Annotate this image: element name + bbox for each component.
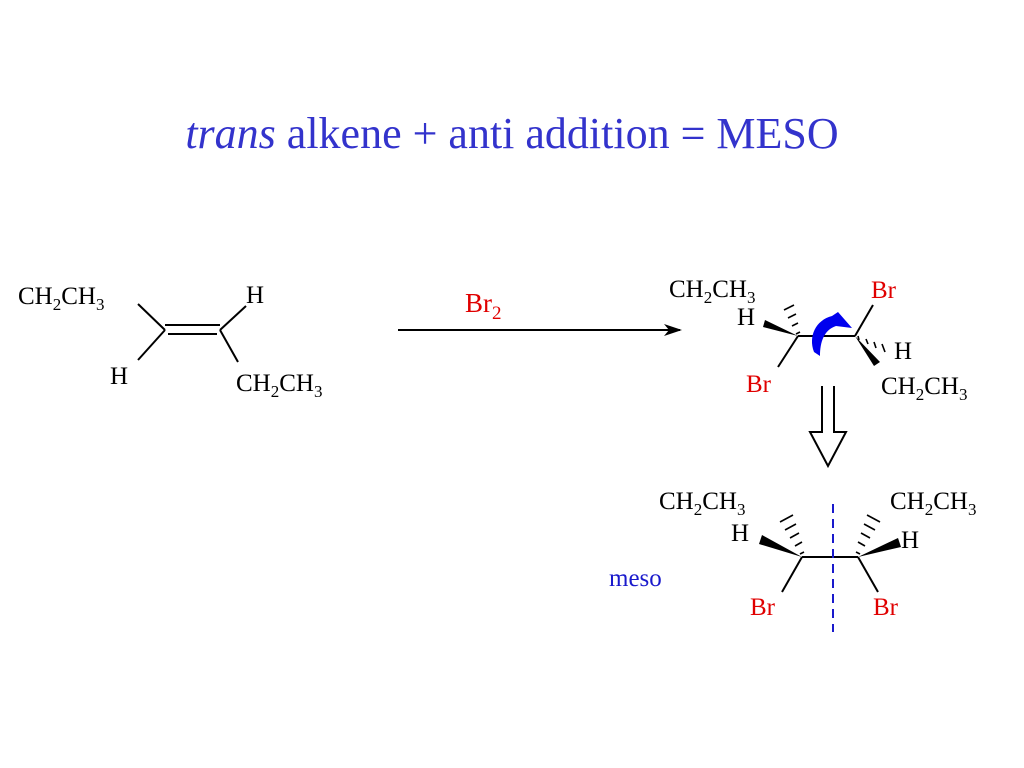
product-h-right: H: [901, 527, 919, 554]
product-ethyl-right: CH2CH3: [890, 488, 976, 519]
product-meso-label: meso: [609, 565, 662, 592]
hashed-bond-c2-ethyl: [783, 304, 801, 335]
wedge-bond-right-h: [858, 538, 901, 557]
bond-c2-h: [219, 305, 247, 331]
bond-c2-br: [777, 335, 799, 368]
product-ethyl-left: CH2CH3: [659, 488, 745, 519]
reactant-h-top: H: [246, 282, 264, 309]
wedge-bond-c2-h: [763, 320, 798, 336]
hashed-bond-left-ethyl: [779, 514, 805, 555]
wedge-bond-c3-ethyl: [855, 336, 880, 366]
bond-c2-ethyl: [219, 329, 239, 363]
rotation-arrow-icon: [812, 312, 852, 356]
reactant-alkene: [137, 303, 247, 363]
product-br-right: Br: [873, 594, 899, 621]
hashed-bond-c3-h: [857, 335, 886, 353]
product-h-left: H: [731, 520, 749, 547]
intermediate-ethyl-bottom: CH2CH3: [881, 373, 967, 404]
bond-left-br: [781, 556, 803, 593]
bond-c1-ethyl: [137, 303, 166, 331]
bond-c1-h: [137, 329, 166, 361]
bond-right-br: [857, 556, 879, 593]
wedge-bond-left-h: [759, 535, 802, 557]
intermediate-h-left: H: [737, 304, 755, 331]
reagent-label: Br2: [465, 288, 502, 324]
reactant-ethyl-bottom-right: CH2CH3: [236, 370, 322, 401]
down-hollow-arrow: [808, 386, 848, 469]
intermediate-ethyl-top: CH2CH3: [669, 276, 755, 307]
intermediate-molecule: [777, 304, 874, 368]
intermediate-br-left: Br: [746, 371, 772, 398]
bond-c3-br: [854, 304, 874, 337]
slide-title: trans alkene + anti addition = MESO: [0, 106, 1024, 162]
intermediate-br-right: Br: [871, 277, 897, 304]
title-rest: alkene + anti addition = MESO: [275, 109, 839, 158]
reactant-h-bottom: H: [110, 363, 128, 390]
product-br-left: Br: [750, 594, 776, 621]
product-molecule: [781, 556, 879, 593]
intermediate-h-right: H: [894, 338, 912, 365]
reactant-ethyl-top-left: CH2CH3: [18, 283, 104, 314]
title-italic: trans: [185, 109, 276, 158]
hashed-bond-right-ethyl: [855, 514, 881, 555]
